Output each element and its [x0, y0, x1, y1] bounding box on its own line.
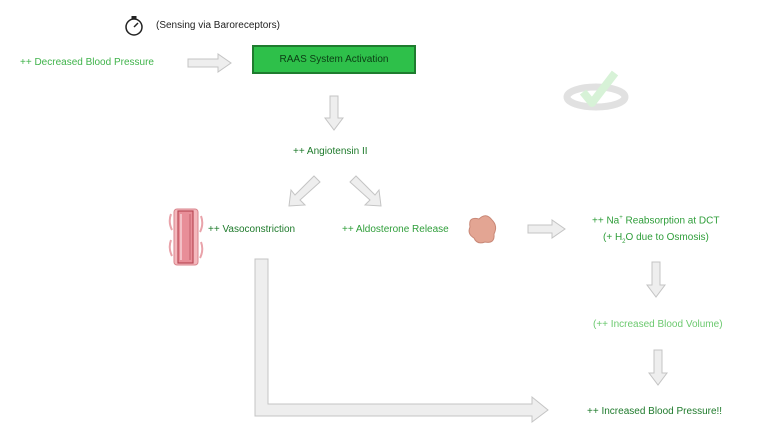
arrow-down-2: [646, 261, 666, 298]
blood-vessel-icon: [168, 208, 204, 266]
raas-activation-box: RAAS System Activation: [252, 45, 416, 74]
na-reabsorption-label: ++ Na+ Reabsorption at DCT: [592, 215, 720, 227]
decreased-bp-label: ++ Decreased Blood Pressure: [20, 57, 154, 68]
arrow-right-1: [187, 53, 232, 73]
arrow-down-1: [324, 95, 344, 131]
arrow-down-3: [648, 349, 668, 386]
increased-bp-label: ++ Increased Blood Pressure!!: [587, 406, 723, 417]
stopwatch-icon: [125, 16, 143, 36]
checkmark-logo-icon: [563, 70, 629, 111]
aldosterone-label: ++ Aldosterone Release: [342, 224, 449, 235]
sensing-label: (Sensing via Baroreceptors): [156, 20, 280, 31]
arrow-right-2: [527, 219, 566, 239]
angiotensin-label: ++ Angiotensin II: [293, 146, 368, 157]
blood-volume-label: (++ Increased Blood Volume): [593, 319, 723, 330]
arrow-diag-left: [288, 175, 321, 207]
arrow-elbow: [254, 258, 549, 423]
osmosis-label: (+ H2O due to Osmosis): [603, 232, 709, 245]
adrenal-gland-icon: [468, 215, 497, 244]
arrow-diag-right: [349, 175, 382, 207]
vasoconstriction-label: ++ Vasoconstriction: [208, 224, 296, 235]
